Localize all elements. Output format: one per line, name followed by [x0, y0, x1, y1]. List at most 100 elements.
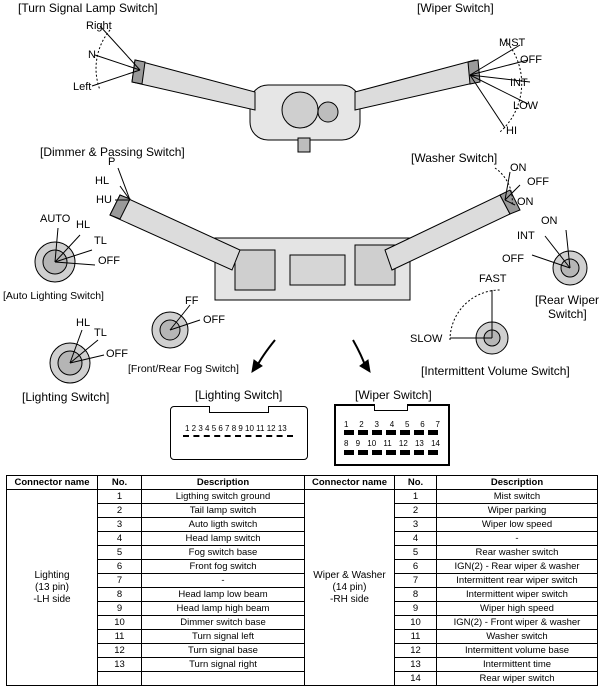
- wiper-connector: 1 2 3 4 5 6 7 8 9 10 11 12 13 14: [334, 404, 450, 466]
- auto-lighting-knob: [34, 227, 96, 283]
- dimmer-hu-label: HU: [96, 194, 112, 206]
- left-no-cell: 3: [97, 517, 142, 532]
- wiper-pin: 7: [435, 420, 440, 429]
- left-no-cell: 8: [97, 587, 142, 602]
- turn-n-label: N: [88, 49, 96, 61]
- left-desc-cell: Turn signal base: [141, 643, 305, 658]
- wiper-pin: 12: [398, 439, 408, 448]
- washer-on2-label: ON: [517, 196, 534, 208]
- lighting-switch-label: [Lighting Switch]: [22, 390, 110, 404]
- top-switch-assembly: [91, 25, 531, 153]
- group-line: Lighting: [34, 569, 70, 581]
- left-desc-cell: Head lamp low beam: [141, 587, 305, 602]
- auto-off-label: OFF: [98, 255, 120, 267]
- wiper-pin: 9: [355, 439, 361, 448]
- lighting-connector-pins: 1 2 3 4 5 6 7 8 9 10 11 12 13: [185, 424, 287, 433]
- fog-off-label: OFF: [203, 314, 225, 326]
- switch-illustration: [34, 25, 588, 384]
- right-no-cell: 13: [394, 657, 437, 672]
- wiper-top-pins: 1 2 3 4 5 6 7: [344, 420, 440, 429]
- left-no-cell: 4: [97, 531, 142, 546]
- middle-switch-assembly: [109, 167, 521, 301]
- left-desc-cell: Front fog switch: [141, 559, 305, 574]
- right-no-cell: 6: [394, 559, 437, 574]
- washer-on-label: ON: [510, 162, 527, 174]
- lighting-hl-label: HL: [76, 317, 91, 329]
- right-no-cell: 10: [394, 615, 437, 630]
- wiper-bottom-pin-bar: [344, 450, 440, 455]
- dimmer-passing-switch-label: [Dimmer & Passing Switch]: [40, 145, 185, 159]
- rear-wiper-off-label: OFF: [502, 253, 524, 265]
- wiper-mist-label: MIST: [499, 37, 526, 49]
- right-no-cell: 9: [394, 601, 437, 616]
- left-desc-cell: Turn signal left: [141, 629, 305, 644]
- right-no-cell: 5: [394, 545, 437, 560]
- wiper-pin: 11: [383, 439, 392, 448]
- left-no-cell: [97, 671, 142, 686]
- rear-wiper-int-label: INT: [517, 230, 535, 242]
- right-desc-cell: IGN(2) - Front wiper & washer: [436, 615, 598, 630]
- right-no-cell: 8: [394, 587, 437, 602]
- wiper-pin: 13: [414, 439, 424, 448]
- turn-left-label: Left: [73, 81, 92, 93]
- wiper-int-label: INT: [510, 77, 528, 89]
- intermittent-volume-switch-label: [Intermittent Volume Switch]: [421, 364, 570, 378]
- header-description: Description: [436, 475, 598, 490]
- wiper-pin: 5: [405, 420, 410, 429]
- lighting-connector-label: [Lighting Switch]: [195, 388, 283, 402]
- right-desc-cell: Rear washer switch: [436, 545, 598, 560]
- right-desc-cell: Wiper high speed: [436, 601, 598, 616]
- right-desc-cell: Intermittent wiper switch: [436, 587, 598, 602]
- right-desc-cell: Wiper low speed: [436, 517, 598, 532]
- header-connector-name: Connector name: [304, 475, 395, 490]
- group-line: Wiper & Washer: [313, 569, 386, 581]
- wiper-connector-latch: [374, 404, 408, 411]
- right-desc-cell: Mist switch: [436, 489, 598, 504]
- left-desc-cell: [141, 671, 305, 686]
- header-description: Description: [141, 475, 305, 490]
- wiper-group-cell: Wiper & Washer(14 pin)-RH side: [304, 489, 395, 686]
- wiper-pin: 10: [367, 439, 377, 448]
- fog-ff-label: FF: [185, 295, 199, 307]
- left-desc-cell: -: [141, 573, 305, 588]
- lighting-knob: [49, 329, 105, 384]
- rear-wiper-knob: [531, 229, 588, 286]
- turn-right-label: Right: [86, 20, 112, 32]
- wiper-top-pin-bar: [344, 430, 440, 435]
- volume-slow-label: SLOW: [410, 333, 443, 345]
- wiper-bottom-pins: 8 9 10 11 12 13 14: [344, 439, 440, 448]
- left-no-cell: 13: [97, 657, 142, 672]
- wiper-pin: 4: [389, 420, 395, 429]
- lighting-group-cell: Lighting(13 pin)-LH side: [6, 489, 98, 686]
- left-desc-cell: Turn signal right: [141, 657, 305, 672]
- right-desc-cell: Intermittent volume base: [436, 643, 598, 658]
- left-desc-cell: Head lamp high beam: [141, 601, 305, 616]
- header-connector-name: Connector name: [6, 475, 98, 490]
- left-no-cell: 9: [97, 601, 142, 616]
- left-no-cell: 7: [97, 573, 142, 588]
- auto-tl-label: TL: [94, 235, 107, 247]
- wiper-low-label: LOW: [513, 100, 539, 112]
- left-no-cell: 2: [97, 503, 142, 518]
- lighting-off-label: OFF: [106, 348, 128, 360]
- right-desc-cell: Washer switch: [436, 629, 598, 644]
- auto-lighting-switch-label: [Auto Lighting Switch]: [3, 290, 104, 302]
- right-no-cell: 4: [394, 531, 437, 546]
- left-desc-cell: Head lamp switch: [141, 531, 305, 546]
- right-no-cell: 1: [394, 489, 437, 504]
- auto-auto-label: AUTO: [40, 213, 71, 225]
- front-rear-fog-switch-label: [Front/Rear Fog Switch]: [128, 363, 239, 375]
- wiper-pin: 2: [359, 420, 364, 429]
- volume-knob: [449, 289, 509, 355]
- volume-fast-label: FAST: [479, 273, 507, 285]
- rear-wiper-switch-label-2: Switch]: [548, 307, 587, 321]
- wiper-connector-label: [Wiper Switch]: [355, 388, 432, 402]
- lighting-connector-latch: [209, 406, 269, 413]
